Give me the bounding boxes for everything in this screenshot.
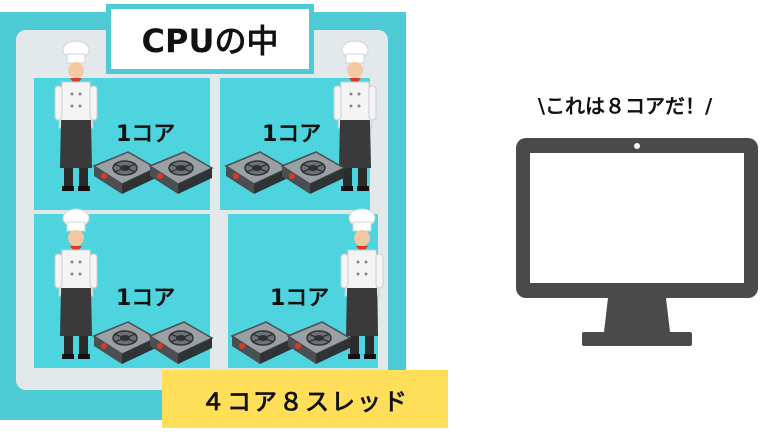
cpu-title-box: CPUの中 [106,4,314,74]
monitor-screen [530,153,744,283]
thread-count-banner: ４コア８スレッド [162,370,448,428]
monitor-caption: \これは８コアだ！/ [537,94,713,118]
webcam-icon [634,143,640,149]
core-label: 1コア [116,122,176,147]
monitor-neck [604,298,670,332]
core-label: 1コア [262,122,322,147]
thread-count-label: ４コア８スレッド [201,387,409,416]
core-label: 1コア [116,286,176,311]
core-label: 1コア [270,286,330,311]
monitor-base [582,332,692,346]
cpu-title: CPUの中 [141,22,279,60]
